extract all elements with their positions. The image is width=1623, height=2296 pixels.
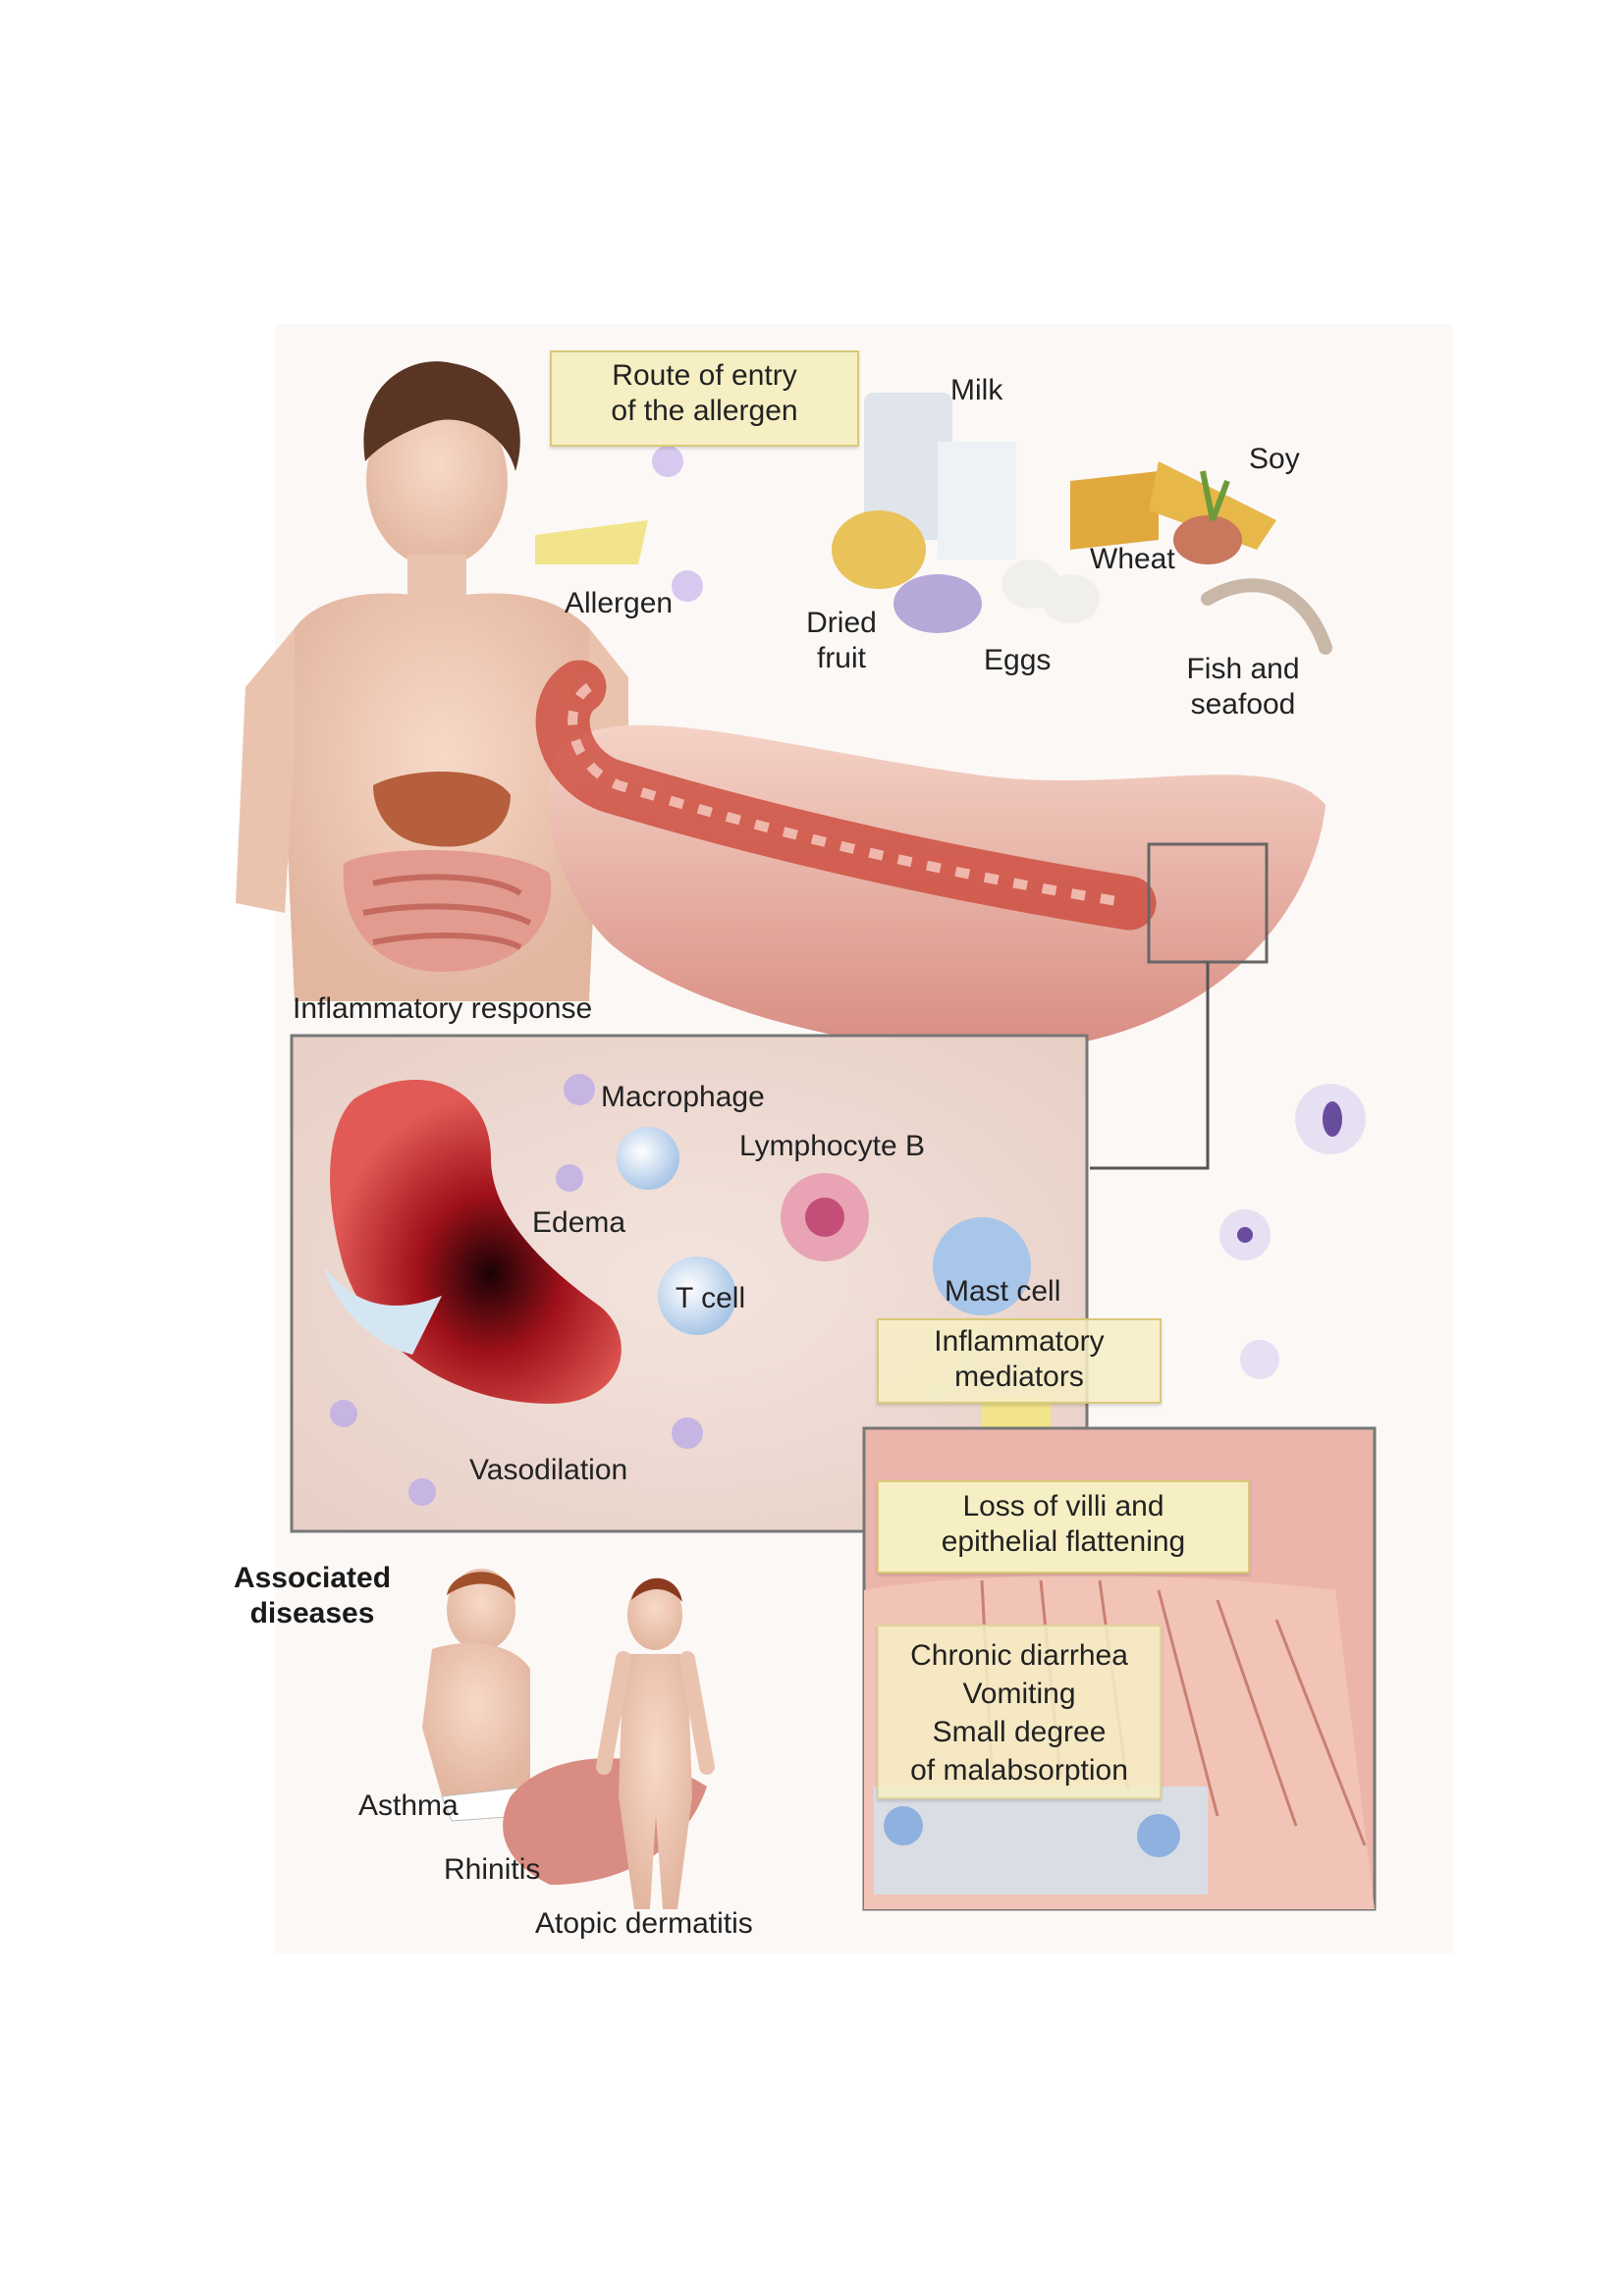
label-inflammatory-response: Inflammatory response [293,992,593,1025]
label-rhinitis: Rhinitis [444,1853,541,1886]
symptoms-box: Chronic diarrhea Vomiting Small degree o… [877,1625,1162,1799]
symptom-small-degree: Small degree [932,1716,1107,1748]
route-line-1: Route of entry [612,359,797,392]
label-edema: Edema [532,1206,626,1239]
mediators-line-2: mediators [954,1361,1084,1393]
label-soy: Soy [1249,443,1300,475]
symptom-chronic-diarrhea: Chronic diarrhea [910,1639,1128,1672]
label-eggs: Eggs [984,644,1052,676]
villi-line-1: Loss of villi and [962,1490,1164,1522]
dried-line-2: fruit [816,642,866,674]
associated-line-1: Associated [233,1562,392,1594]
allergen-arrow [535,520,648,564]
label-vasodilation: Vasodilation [469,1454,628,1486]
villi-line-2: epithelial flattening [941,1525,1186,1558]
label-t-cell: T cell [676,1282,746,1314]
label-allergen: Allergen [565,587,674,619]
loss-of-villi-box: Loss of villi and epithelial flattening [877,1480,1250,1574]
mediators-line-1: Inflammatory [934,1325,1105,1358]
label-lymphocyte-b: Lymphocyte B [739,1130,925,1162]
label-milk: Milk [950,374,1003,406]
label-wheat: Wheat [1090,543,1175,575]
food-items [832,393,1332,655]
symptom-vomiting: Vomiting [962,1678,1076,1710]
intestine-cross-section [535,660,1325,1170]
label-dried-fruit: Dried fruit [797,606,886,676]
symptom-malabsorption: of malabsorption [910,1754,1128,1787]
inflammatory-response-inset [290,1034,1089,1533]
floating-cells [652,446,1366,1379]
inflammatory-mediators-box: Inflammatory mediators [877,1318,1162,1404]
associated-diseases-title: Associated diseases [224,1561,401,1631]
label-macrophage: Macrophage [601,1081,765,1113]
associated-disease-figures [422,1569,715,1909]
fish-line-1: Fish and [1186,653,1300,685]
route-of-entry-box: Route of entry of the allergen [550,350,859,447]
associated-line-2: diseases [249,1597,375,1629]
dried-line-1: Dried [806,607,877,639]
route-line-2: of the allergen [611,395,798,427]
label-fish-seafood: Fish and seafood [1174,652,1312,722]
fish-line-2: seafood [1190,688,1296,721]
label-atopic-dermatitis: Atopic dermatitis [535,1907,753,1940]
label-mast-cell: Mast cell [945,1275,1061,1308]
label-asthma: Asthma [358,1789,459,1822]
